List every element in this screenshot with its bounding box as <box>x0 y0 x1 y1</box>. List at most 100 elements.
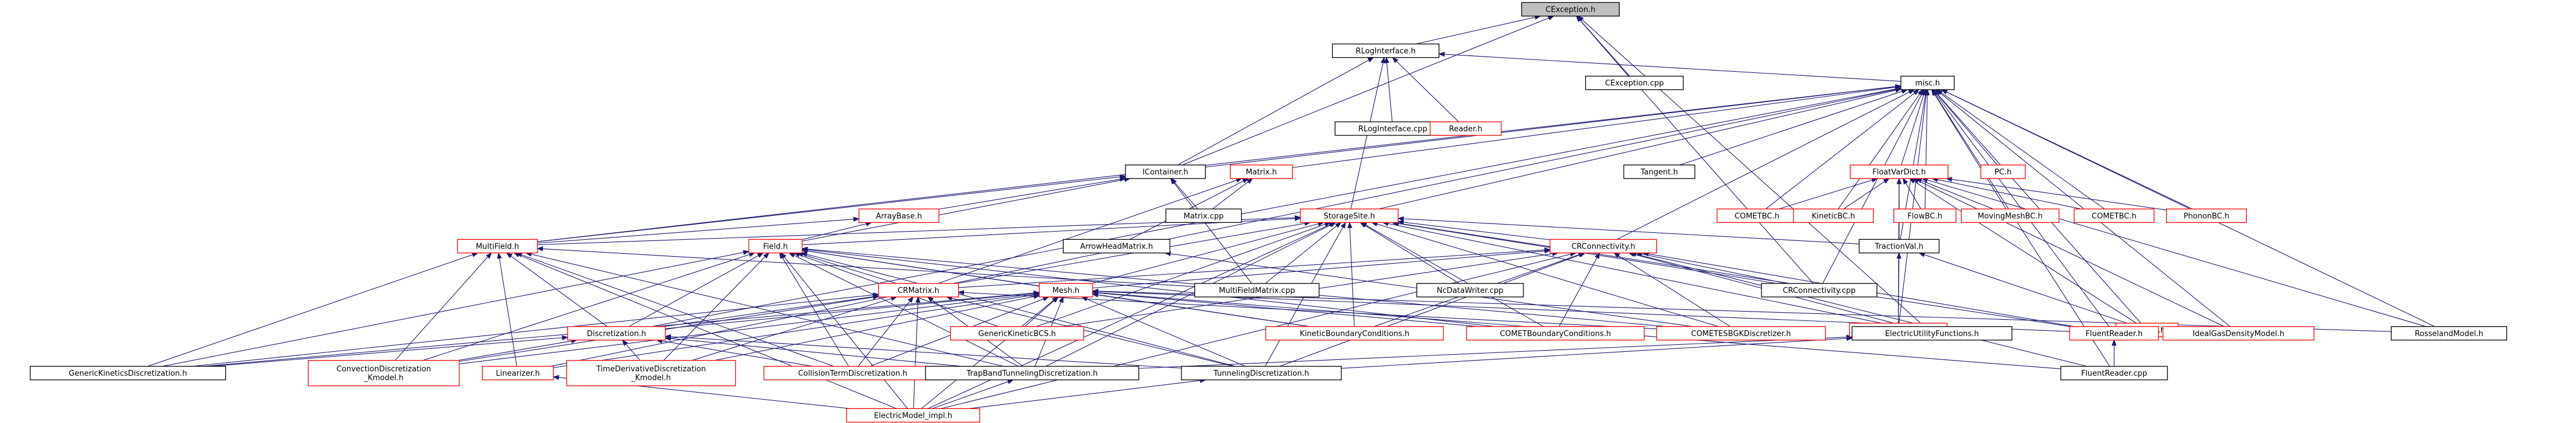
node-label: Tangent.h <box>1640 168 1678 177</box>
node-label: GenericKineticsDiscretization.h <box>69 369 187 378</box>
node-label: PC.h <box>1994 168 2011 177</box>
node-box <box>2074 208 2155 223</box>
node-arrowheadmatrix-h[interactable]: ArrowHeadMatrix.h <box>1062 239 1170 254</box>
node-box <box>1549 239 1657 254</box>
node-generickineticsdiscretization-h[interactable]: GenericKineticsDiscretization.h <box>30 366 226 380</box>
node-linearizer-h[interactable]: Linearizer.h <box>482 366 554 380</box>
node-trapbandtunnelingdiscretization-h[interactable]: TrapBandTunnelingDiscretization.h <box>925 366 1140 380</box>
edge-Linearizer.h-to-misc.h <box>550 88 1902 367</box>
edge-IContainer.h-to-misc.h <box>1205 85 1902 167</box>
node-label: FlowBC.h <box>1907 212 1942 221</box>
arrowhead <box>513 253 520 258</box>
node-label: FluentReader.cpp <box>2081 369 2147 378</box>
node-timederivativediscretization-kmodel-h[interactable]: TimeDerivativeDiscretization_Kmodel.h <box>566 360 736 386</box>
node-box <box>1851 326 2012 341</box>
node-cometbc-h-1[interactable]: COMETBC.h <box>1717 208 1798 223</box>
node-field-h[interactable]: Field.h <box>748 239 803 254</box>
edge-KineticBoundaryConditions.h-to-Mesh.h <box>1092 293 1310 327</box>
node-box <box>1585 75 1684 90</box>
node-icontainer-h[interactable]: IContainer.h <box>1125 165 1206 179</box>
node-crconnectivity-cpp[interactable]: CRConnectivity.cpp <box>1761 283 1878 298</box>
node-ncdatawriter-cpp[interactable]: NcDataWriter.cpp <box>1416 283 1524 298</box>
node-label: ArrayBase.h <box>876 212 922 221</box>
node-kineticbc-h[interactable]: KineticBC.h <box>1793 208 1874 223</box>
node-mesh-h[interactable]: Mesh.h <box>1039 283 1093 298</box>
node-tangent-h[interactable]: Tangent.h <box>1623 165 1696 179</box>
node-kineticboundaryconditions-h[interactable]: KineticBoundaryConditions.h <box>1265 326 1444 341</box>
node-label: Matrix.cpp <box>1184 212 1224 221</box>
node-idealgasdensitymodel-h[interactable]: IdealGasDensityModel.h <box>2162 326 2315 341</box>
node-phononbc-h[interactable]: PhononBC.h <box>2166 208 2247 223</box>
arrowhead <box>1347 221 1352 229</box>
node-cometboundaryconditions-h[interactable]: COMETBoundaryConditions.h <box>1466 326 1645 341</box>
node-matrix-cpp[interactable]: Matrix.cpp <box>1165 208 1242 223</box>
arrowhead <box>1295 216 1302 221</box>
edge-PhononBC.h-to-FloatVarDict.h <box>1946 178 2167 211</box>
node-cometesbgkdiscretizer-h[interactable]: COMETESBGKDiscretizer.h <box>1656 326 1826 341</box>
node-fluentreader-cpp[interactable]: FluentReader.cpp <box>2060 366 2168 380</box>
node-floatvardict-h[interactable]: FloatVarDict.h <box>1850 165 1949 179</box>
node-tunnelingdiscretization-h[interactable]: TunnelingDiscretization.h <box>1181 366 1342 380</box>
node-cometbc-h-2[interactable]: COMETBC.h <box>2074 208 2155 223</box>
node-multifield-h[interactable]: MultiField.h <box>457 239 538 254</box>
node-rosselandmodel-h[interactable]: RosselandModel.h <box>2390 326 2507 341</box>
node-generickineticbcs-h[interactable]: GenericKineticBCS.h <box>950 326 1084 341</box>
edge-COMETBC.h_2-to-misc.h <box>1937 89 2105 209</box>
edge-TunnelingDiscretization.h-to-CRMatrix.h <box>946 296 1233 367</box>
node-tractionval-h[interactable]: TractionVal.h <box>1858 239 1940 254</box>
node-label: Linearizer.h <box>496 369 540 378</box>
edge-MultiField.h-to-ArrayBase.h <box>537 218 859 244</box>
edge-ElectricUtilityFunctions.h-to-CException.h <box>1578 16 1925 327</box>
node-box <box>878 283 959 298</box>
node-rloginterface-cpp[interactable]: RLogInterface.cpp <box>1334 121 1451 136</box>
node-arraybase-h[interactable]: ArrayBase.h <box>858 208 939 223</box>
node-box <box>1039 283 1093 298</box>
node-multifieldmatrix-cpp[interactable]: MultiFieldMatrix.cpp <box>1194 283 1320 298</box>
edge-Mesh.h-to-StorageSite.h <box>1091 222 1324 284</box>
node-cexception-h[interactable]: CException.h <box>1521 2 1620 17</box>
node-matrix-h[interactable]: Matrix.h <box>1229 165 1293 179</box>
node-rloginterface-h[interactable]: RLogInterface.h <box>1331 43 1439 58</box>
arrowhead <box>1909 178 1916 184</box>
arrowhead <box>957 290 964 295</box>
arrowhead <box>1170 177 1176 185</box>
edge-ConvectionDiscretization_Kmodel.h-to-MultiField.h <box>394 253 492 361</box>
node-movingmeshbc-h[interactable]: MovingMeshBC.h <box>1960 208 2060 223</box>
edge-TrapBandTunnelingDiscretization.h-to-StorageSite.h <box>1046 222 1336 367</box>
node-fluentreader-h[interactable]: FluentReader.h <box>2069 326 2159 341</box>
edge-ElectricModel_impl.h-to-Field.h <box>781 253 908 409</box>
node-convectiondiscretization-kmodel-h[interactable]: ConvectionDiscretization_Kmodel.h <box>307 360 460 386</box>
node-flowbc-h[interactable]: FlowBC.h <box>1893 208 1957 223</box>
node-box <box>482 366 554 380</box>
node-discretization-h[interactable]: Discretization.h <box>567 326 666 341</box>
node-electricmodel-impl-h[interactable]: ElectricModel_impl.h <box>846 408 980 423</box>
arrowhead <box>1384 57 1390 64</box>
arrowhead <box>1923 89 1929 96</box>
node-reader-h[interactable]: Reader.h <box>1429 121 1502 136</box>
arrowhead <box>1380 57 1386 64</box>
node-box <box>2390 326 2507 341</box>
edge-Discretization.h-to-Field.h <box>628 253 764 327</box>
edge-CRConnectivity.cpp-to-CRConnectivity.h <box>1636 253 1787 284</box>
edge-ConvectionDiscretization_Kmodel.h-to-Field.h <box>422 253 755 361</box>
node-crmatrix-h[interactable]: CRMatrix.h <box>878 283 959 298</box>
node-box <box>1265 326 1444 341</box>
node-misc-h[interactable]: misc.h <box>1900 75 1955 90</box>
node-collisiontermdiscretization-h[interactable]: CollisionTermDiscretization.h <box>763 366 942 380</box>
edge-ElectricModel_impl.h-to-CRConnectivity.h <box>941 253 1576 409</box>
node-label: CollisionTermDiscretization.h <box>798 369 907 378</box>
node-cexception-cpp[interactable]: CException.cpp <box>1585 75 1684 90</box>
node-label: misc.h <box>1915 79 1940 88</box>
edge-IContainer.h-to-RLogInterface.h <box>1177 57 1374 166</box>
edge-TimeDerivativeDiscretization_Kmodel.h-to-Field.h <box>663 253 770 361</box>
edge-CollisionTermDiscretization.h-to-Field.h <box>779 253 849 367</box>
node-electricutilityfunctions-h[interactable]: ElectricUtilityFunctions.h <box>1851 326 2012 341</box>
edge-COMETBoundaryConditions.h-to-StorageSite.h <box>1361 222 1544 327</box>
arrowhead <box>1913 89 1920 95</box>
node-box <box>457 239 538 254</box>
node-storagesite-h[interactable]: StorageSite.h <box>1300 208 1399 223</box>
node-label: GenericKineticBCS.h <box>978 330 1056 338</box>
node-crconnectivity-h[interactable]: CRConnectivity.h <box>1549 239 1657 254</box>
node-pc-h[interactable]: PC.h <box>1980 165 2026 179</box>
edge-MultiFieldMatrix.cpp-to-StorageSite.h <box>1265 222 1341 284</box>
